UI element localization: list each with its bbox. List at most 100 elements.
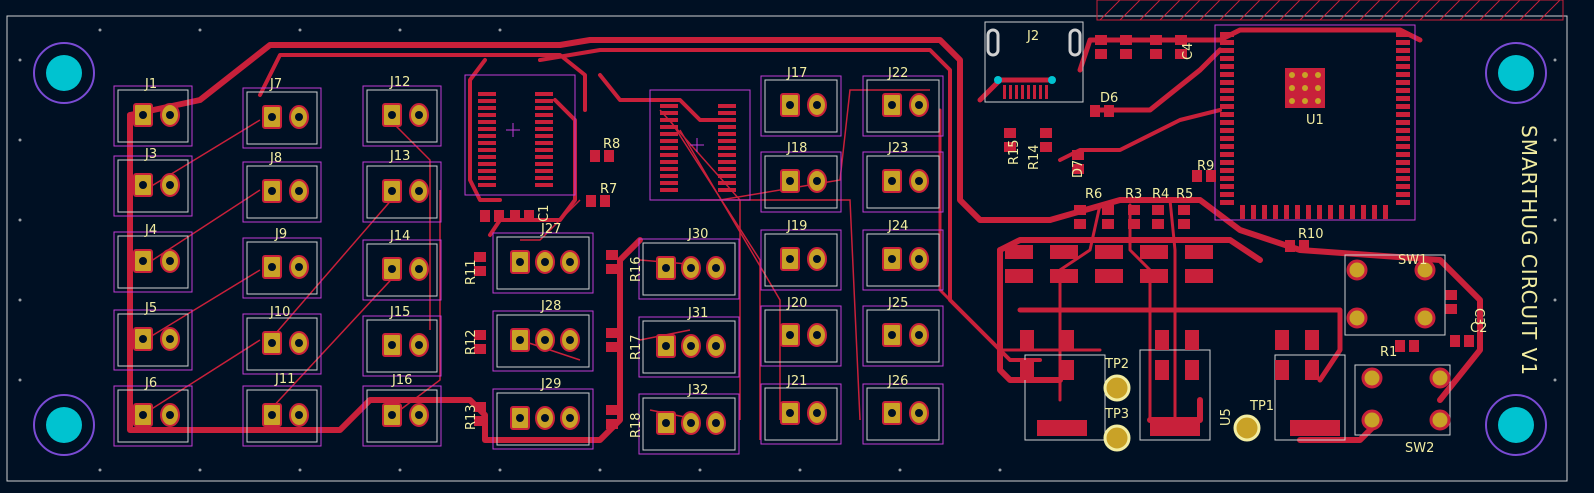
ic-pad [1396,72,1410,77]
label-r11: R11 [464,259,479,285]
smd-passive [606,250,618,274]
label-j10: J10 [269,305,290,320]
ic-pad [1396,184,1410,189]
label-j11: J11 [274,372,295,387]
ic-pad [660,160,678,164]
smd-passive [474,252,486,276]
smd-passive [474,330,486,354]
silkscreen-labels: J1 J3 J4 J5 J6 J7 J8 J9 J10 J11 J12 J13 … [144,29,1541,456]
ic-pad [1220,152,1234,157]
ic-pad [1328,205,1333,219]
ic-pad [1220,168,1234,173]
label-j3: J3 [144,147,157,162]
smd-passive [474,402,486,426]
label-j7: J7 [269,77,282,92]
ic-pad [1220,160,1234,165]
smd-passive [1040,128,1052,152]
smd-passive [1072,150,1084,174]
smd-passive [1120,35,1132,59]
connector-footprint [862,383,944,445]
connector-footprint [242,385,322,447]
ic-pad [478,155,496,159]
ic-pad [1396,80,1410,85]
label-j17: J17 [786,66,807,81]
ic-u3 [649,89,751,201]
label-j15: J15 [389,305,410,320]
ic-pad [535,176,553,180]
ic-pad [1251,205,1256,219]
ic-pad [1350,205,1355,219]
mounting-holes [33,42,1547,456]
ic-pad [718,153,736,157]
label-r3: R3 [1125,187,1142,202]
ic-pad [1220,96,1234,101]
ic-pad [478,169,496,173]
ic-pad [1396,136,1410,141]
ic-pad [1220,192,1234,197]
label-r7: R7 [600,182,617,197]
regulator-footprints [1024,349,1346,441]
label-r5: R5 [1176,187,1193,202]
label-j18: J18 [786,141,807,156]
ic-pad [718,181,736,185]
label-r9: R9 [1197,159,1214,174]
ic-pad [1220,56,1234,61]
keepout-zone [1096,0,1564,21]
diode-footprint [1005,245,1033,283]
ic-pad [718,160,736,164]
smd-passive [606,328,618,352]
label-c3: C3 [1471,308,1486,325]
ic-pad [718,104,736,108]
label-c1: C1 [537,205,552,222]
ic-pad [1396,48,1410,53]
ic-pad [718,174,736,178]
ic-pad [660,104,678,108]
label-j25: J25 [887,296,908,311]
ic-pad [1220,40,1234,45]
label-d7: D7 [1071,160,1086,178]
connector-footprint [362,315,442,377]
capacitor-footprint [1020,330,1034,380]
connector-footprint [113,231,193,293]
ic-pad [1317,205,1322,219]
smd-passive [1178,205,1190,229]
label-j19: J19 [786,219,807,234]
ic-pad [478,162,496,166]
connector-footprint [113,155,193,217]
ic-pad [478,134,496,138]
connector-footprint [862,229,944,291]
label-c2: C2 [1470,321,1487,336]
label-j6: J6 [144,376,157,391]
connector-footprint [242,313,322,375]
ic-pad [1220,136,1234,141]
ic-pad [1396,176,1410,181]
ic-pad [535,183,553,187]
mounting-hole [1485,394,1547,456]
ic-pad [478,120,496,124]
connector-footprint [862,75,944,137]
ic-pad [535,127,553,131]
board-title: SMARTHUG CIRCUIT V1 [1517,125,1541,376]
label-j16: J16 [391,373,412,388]
label-j28: J28 [540,299,561,314]
ic-pad [535,113,553,117]
smd-passive [606,405,618,429]
connector-footprint [760,151,842,213]
label-j29: J29 [540,377,561,392]
ic-pad [1220,128,1234,133]
ic-pad [535,148,553,152]
label-sw2: SW2 [1405,441,1434,456]
connector-footprint [362,385,442,447]
label-j27: J27 [540,222,561,237]
label-j26: J26 [887,374,908,389]
ic-pad [535,141,553,145]
ic-pad [718,146,736,150]
via-field [18,28,1557,472]
ic-pad [1396,200,1410,205]
ic-pad [1396,152,1410,157]
ic-pad [535,169,553,173]
ic-pad [718,118,736,122]
test-points [1103,374,1261,452]
ic-pad [478,127,496,131]
connector-footprint [242,87,322,149]
